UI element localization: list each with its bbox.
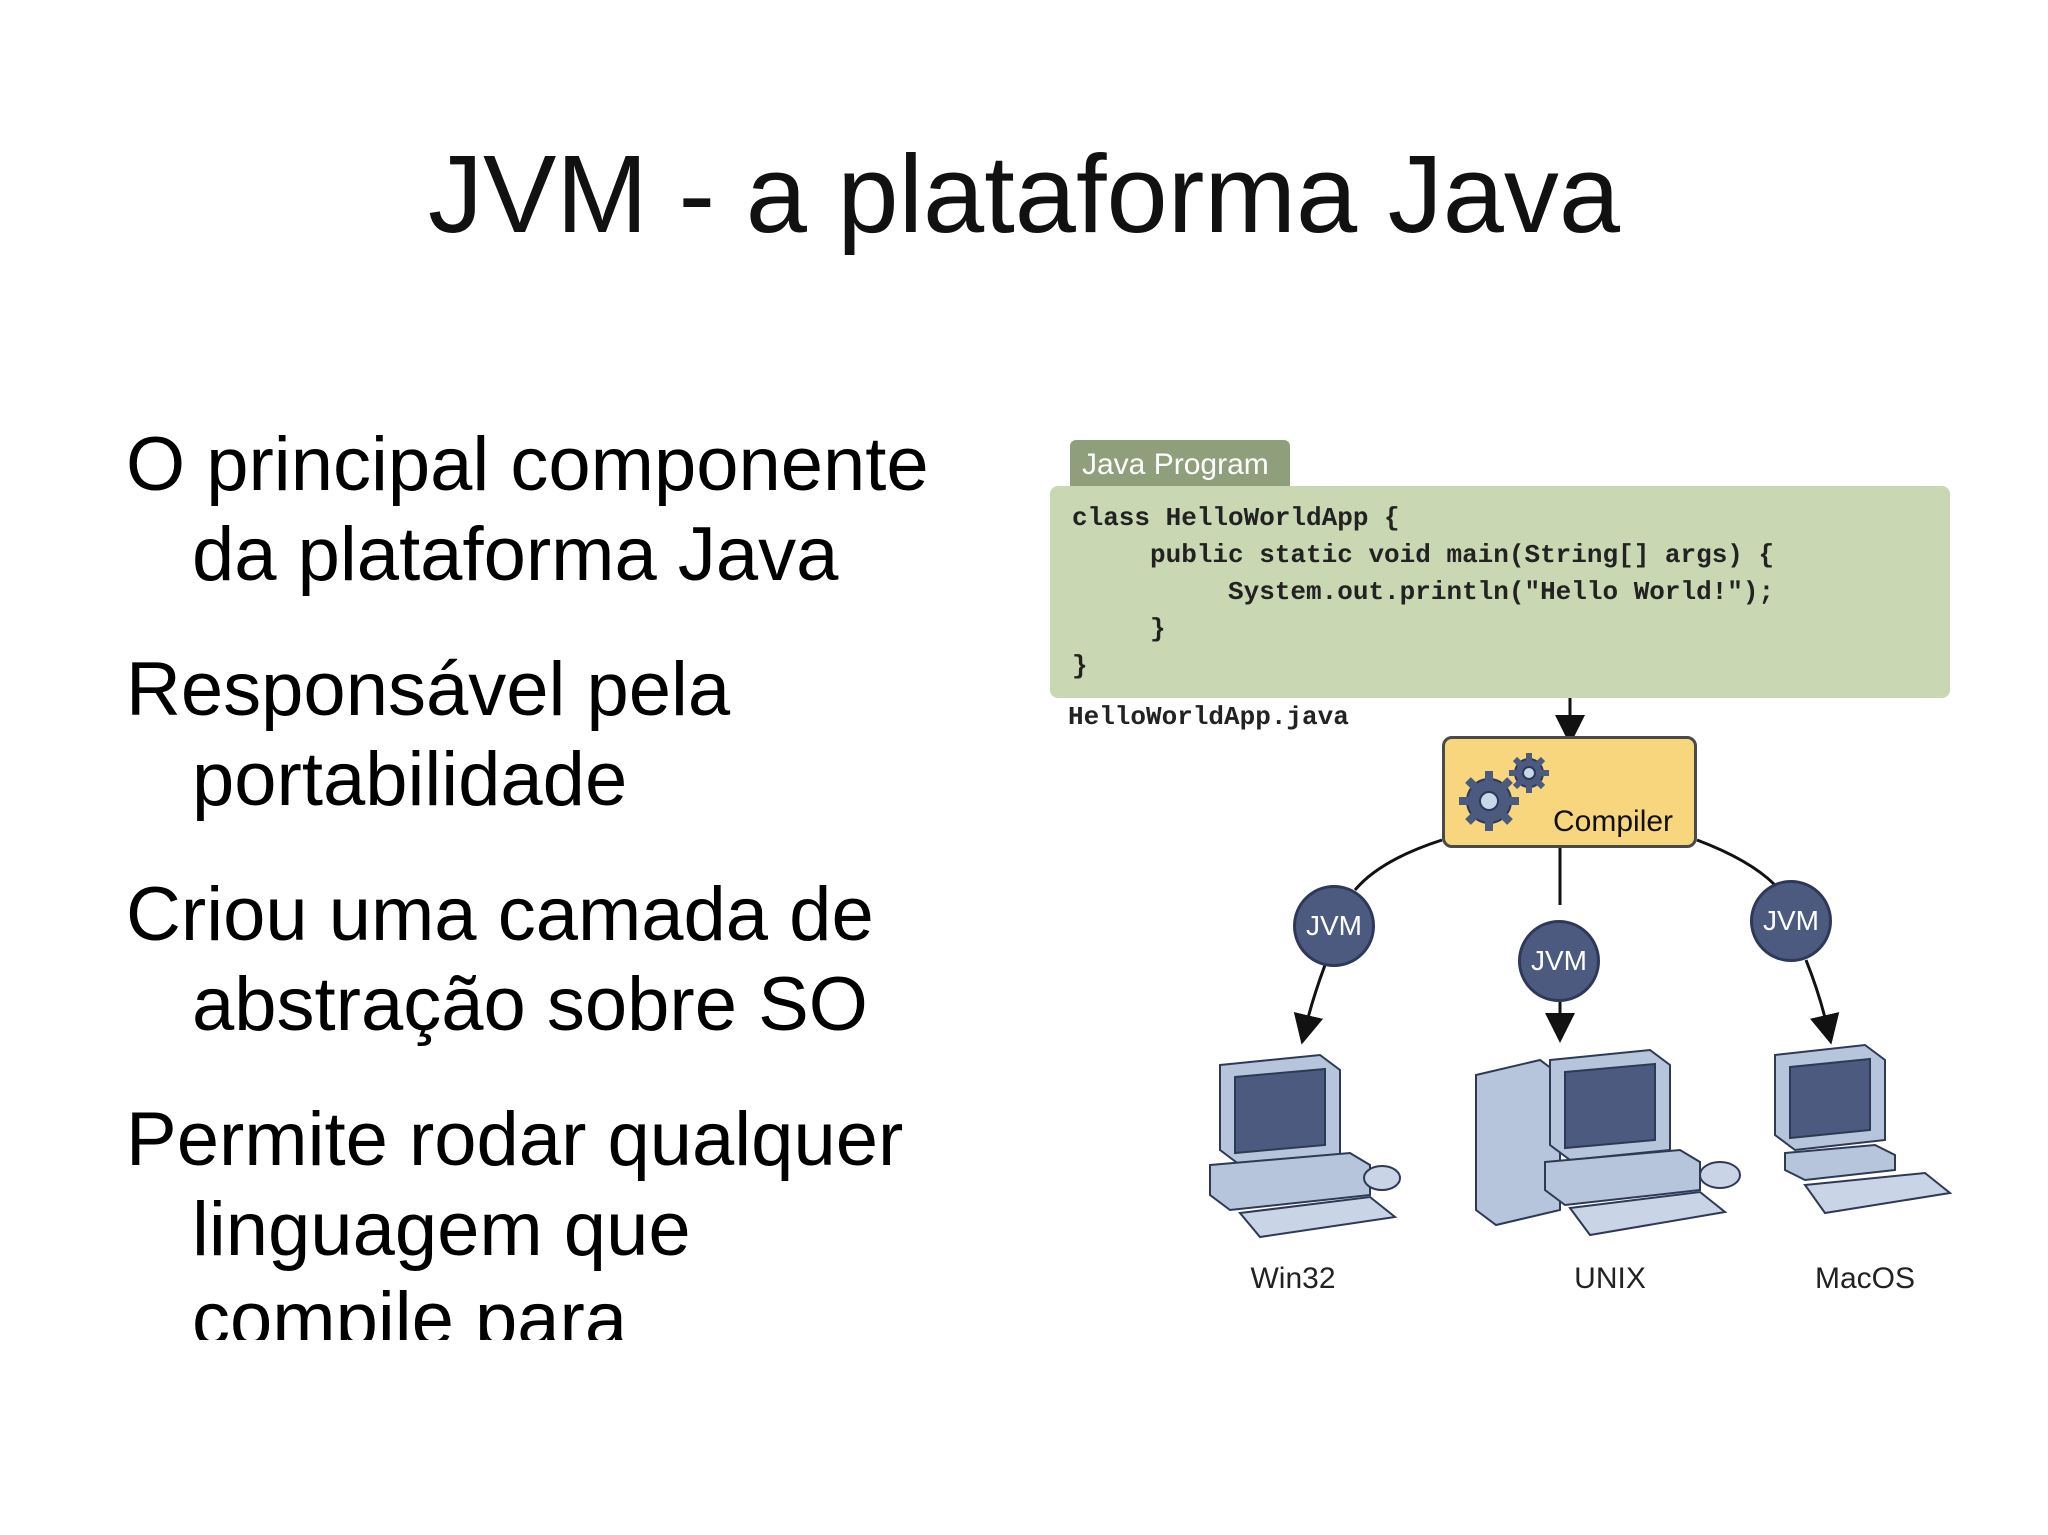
java-program-tab: Java Program bbox=[1070, 440, 1290, 488]
slide-title: JVM - a plataforma Java bbox=[427, 133, 1621, 256]
bullet-line: linguagem que bbox=[192, 1187, 691, 1272]
connector-lines bbox=[1293, 698, 1840, 1045]
arrow-jvm-to-macos bbox=[1804, 959, 1840, 1045]
bullet-line: abstração sobre SO bbox=[192, 962, 868, 1047]
desktop-computer-icon bbox=[1209, 1053, 1401, 1239]
jvm-circle-unix: JVM bbox=[1518, 920, 1600, 1002]
gears-icon bbox=[1459, 753, 1549, 831]
bullet-line: O principal componente bbox=[126, 422, 929, 507]
server-computer-icon bbox=[1475, 1048, 1741, 1237]
bullet-list: O principal componente da plataforma Jav… bbox=[126, 420, 1026, 1340]
code-box: class HelloWorldApp { public static void… bbox=[1050, 486, 1950, 698]
bullet-line: Responsável pela bbox=[126, 647, 731, 732]
bullet-line: compile para bbox=[192, 1277, 628, 1340]
bullet-item: Permite rodar qualquer linguagem que com… bbox=[126, 1095, 1026, 1340]
compiler-box: Compiler bbox=[1442, 736, 1697, 848]
mac-computer-icon bbox=[1774, 1043, 1953, 1215]
line-compiler-to-jvm-right bbox=[1696, 838, 1777, 887]
compiler-label: Compiler bbox=[1553, 805, 1674, 838]
jvm-circle-macos: JVM bbox=[1750, 880, 1832, 962]
bullet-line: Permite rodar qualquer bbox=[126, 1097, 904, 1182]
bullet-line: Criou uma camada de bbox=[126, 872, 874, 957]
arrow-jvm-to-win32 bbox=[1293, 964, 1327, 1045]
code-listing: class HelloWorldApp { public static void… bbox=[1072, 503, 1775, 681]
bullet-item: Criou uma camada de abstração sobre SO bbox=[126, 870, 1026, 1050]
bullet-item: O principal componente da plataforma Jav… bbox=[126, 420, 1026, 600]
bullet-line: da plataforma Java bbox=[192, 512, 839, 597]
bullet-item: Responsável pela portabilidade bbox=[126, 645, 1026, 825]
platform-label-unix: UNIX bbox=[1574, 1262, 1646, 1295]
line-compiler-to-jvm-left bbox=[1353, 838, 1443, 891]
jvm-circle-win32: JVM bbox=[1293, 885, 1375, 967]
platform-label-macos: MacOS bbox=[1814, 1262, 1916, 1295]
source-filename: HelloWorldApp.java bbox=[1068, 702, 1349, 732]
bullet-line: portabilidade bbox=[192, 737, 628, 822]
platform-label-win32: Win32 bbox=[1250, 1262, 1336, 1295]
jvm-diagram: Java Program class HelloWorldApp { publi… bbox=[1050, 430, 1980, 1330]
